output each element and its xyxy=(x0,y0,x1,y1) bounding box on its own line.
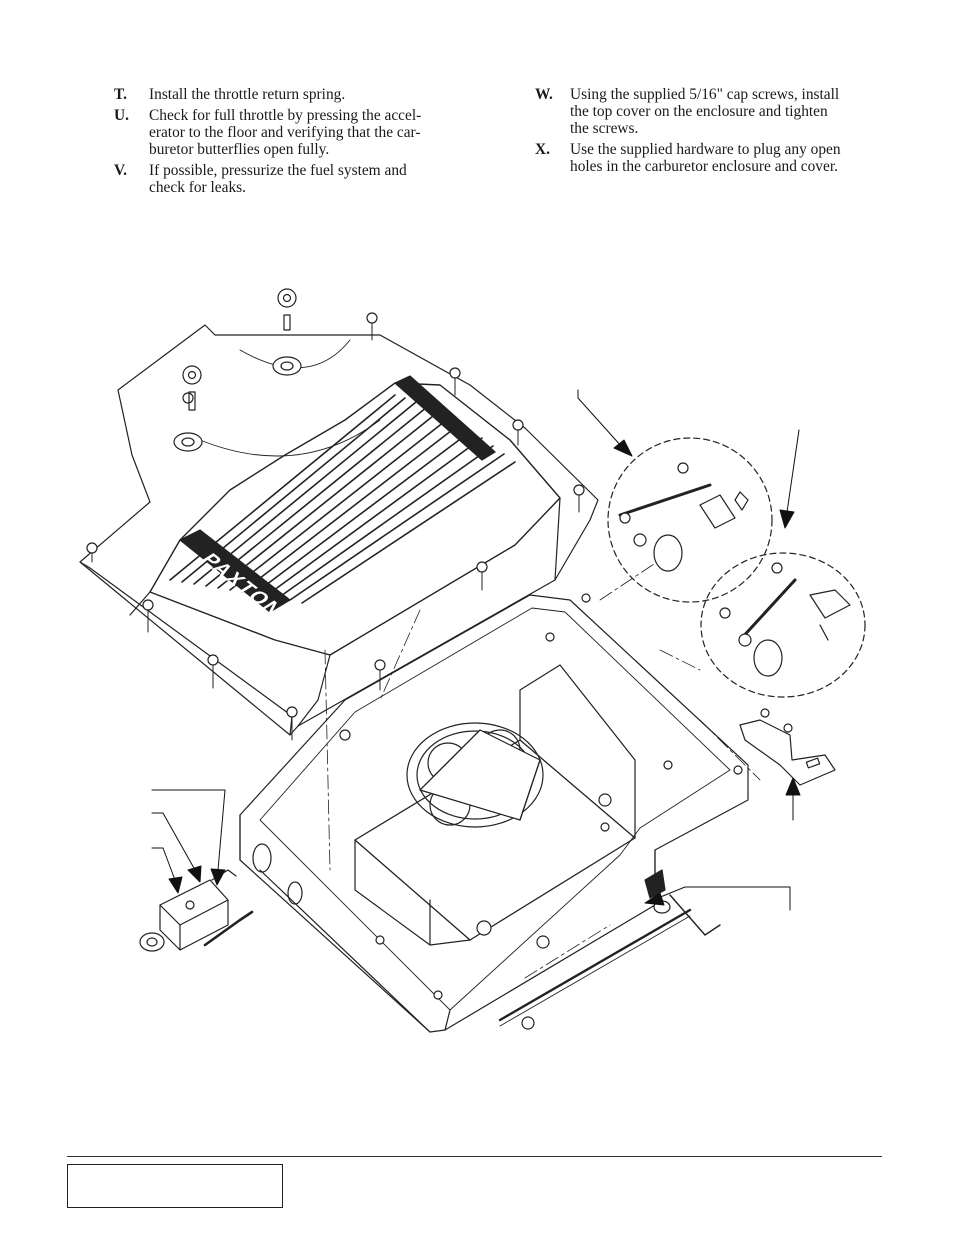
instructions-left-column: T. Install the throttle return spring. U… xyxy=(114,86,474,200)
step-x: X. Use the supplied hardware to plug any… xyxy=(535,141,885,175)
step-letter: U. xyxy=(114,107,129,124)
step-text: Use the supplied hardware to plug any op… xyxy=(570,141,841,175)
step-letter: T. xyxy=(114,86,127,103)
step-letter: W. xyxy=(535,86,553,103)
detail-callout-lower xyxy=(700,552,866,698)
step-text: Using the supplied 5/16" cap screws, ins… xyxy=(570,86,840,137)
step-text: Check for full throttle by pressing the … xyxy=(149,107,422,158)
step-w: W. Using the supplied 5/16" cap screws, … xyxy=(535,86,885,137)
enclosure-base xyxy=(239,593,749,1033)
footer-box xyxy=(67,1164,283,1208)
throttle-cable-bracket xyxy=(739,708,836,786)
step-letter: V. xyxy=(114,162,127,179)
footer-rule xyxy=(67,1156,882,1157)
detail-callout-upper xyxy=(607,437,773,603)
step-v: V. If possible, pressurize the fuel syst… xyxy=(114,162,474,196)
step-text: If possible, pressurize the fuel system … xyxy=(149,162,407,196)
step-text: Install the throttle return spring. xyxy=(149,86,346,103)
step-u: U. Check for full throttle by pressing t… xyxy=(114,107,474,158)
carburetor-enclosure-exploded-diagram: PAXTON xyxy=(79,288,866,1033)
cover-logo-text: PAXTON xyxy=(196,550,290,620)
step-letter: X. xyxy=(535,141,550,158)
step-t: T. Install the throttle return spring. xyxy=(114,86,474,103)
top-cover: PAXTON xyxy=(79,288,599,741)
instructions-right-column: W. Using the supplied 5/16" cap screws, … xyxy=(535,86,885,179)
fuel-block-assembly xyxy=(139,869,254,952)
